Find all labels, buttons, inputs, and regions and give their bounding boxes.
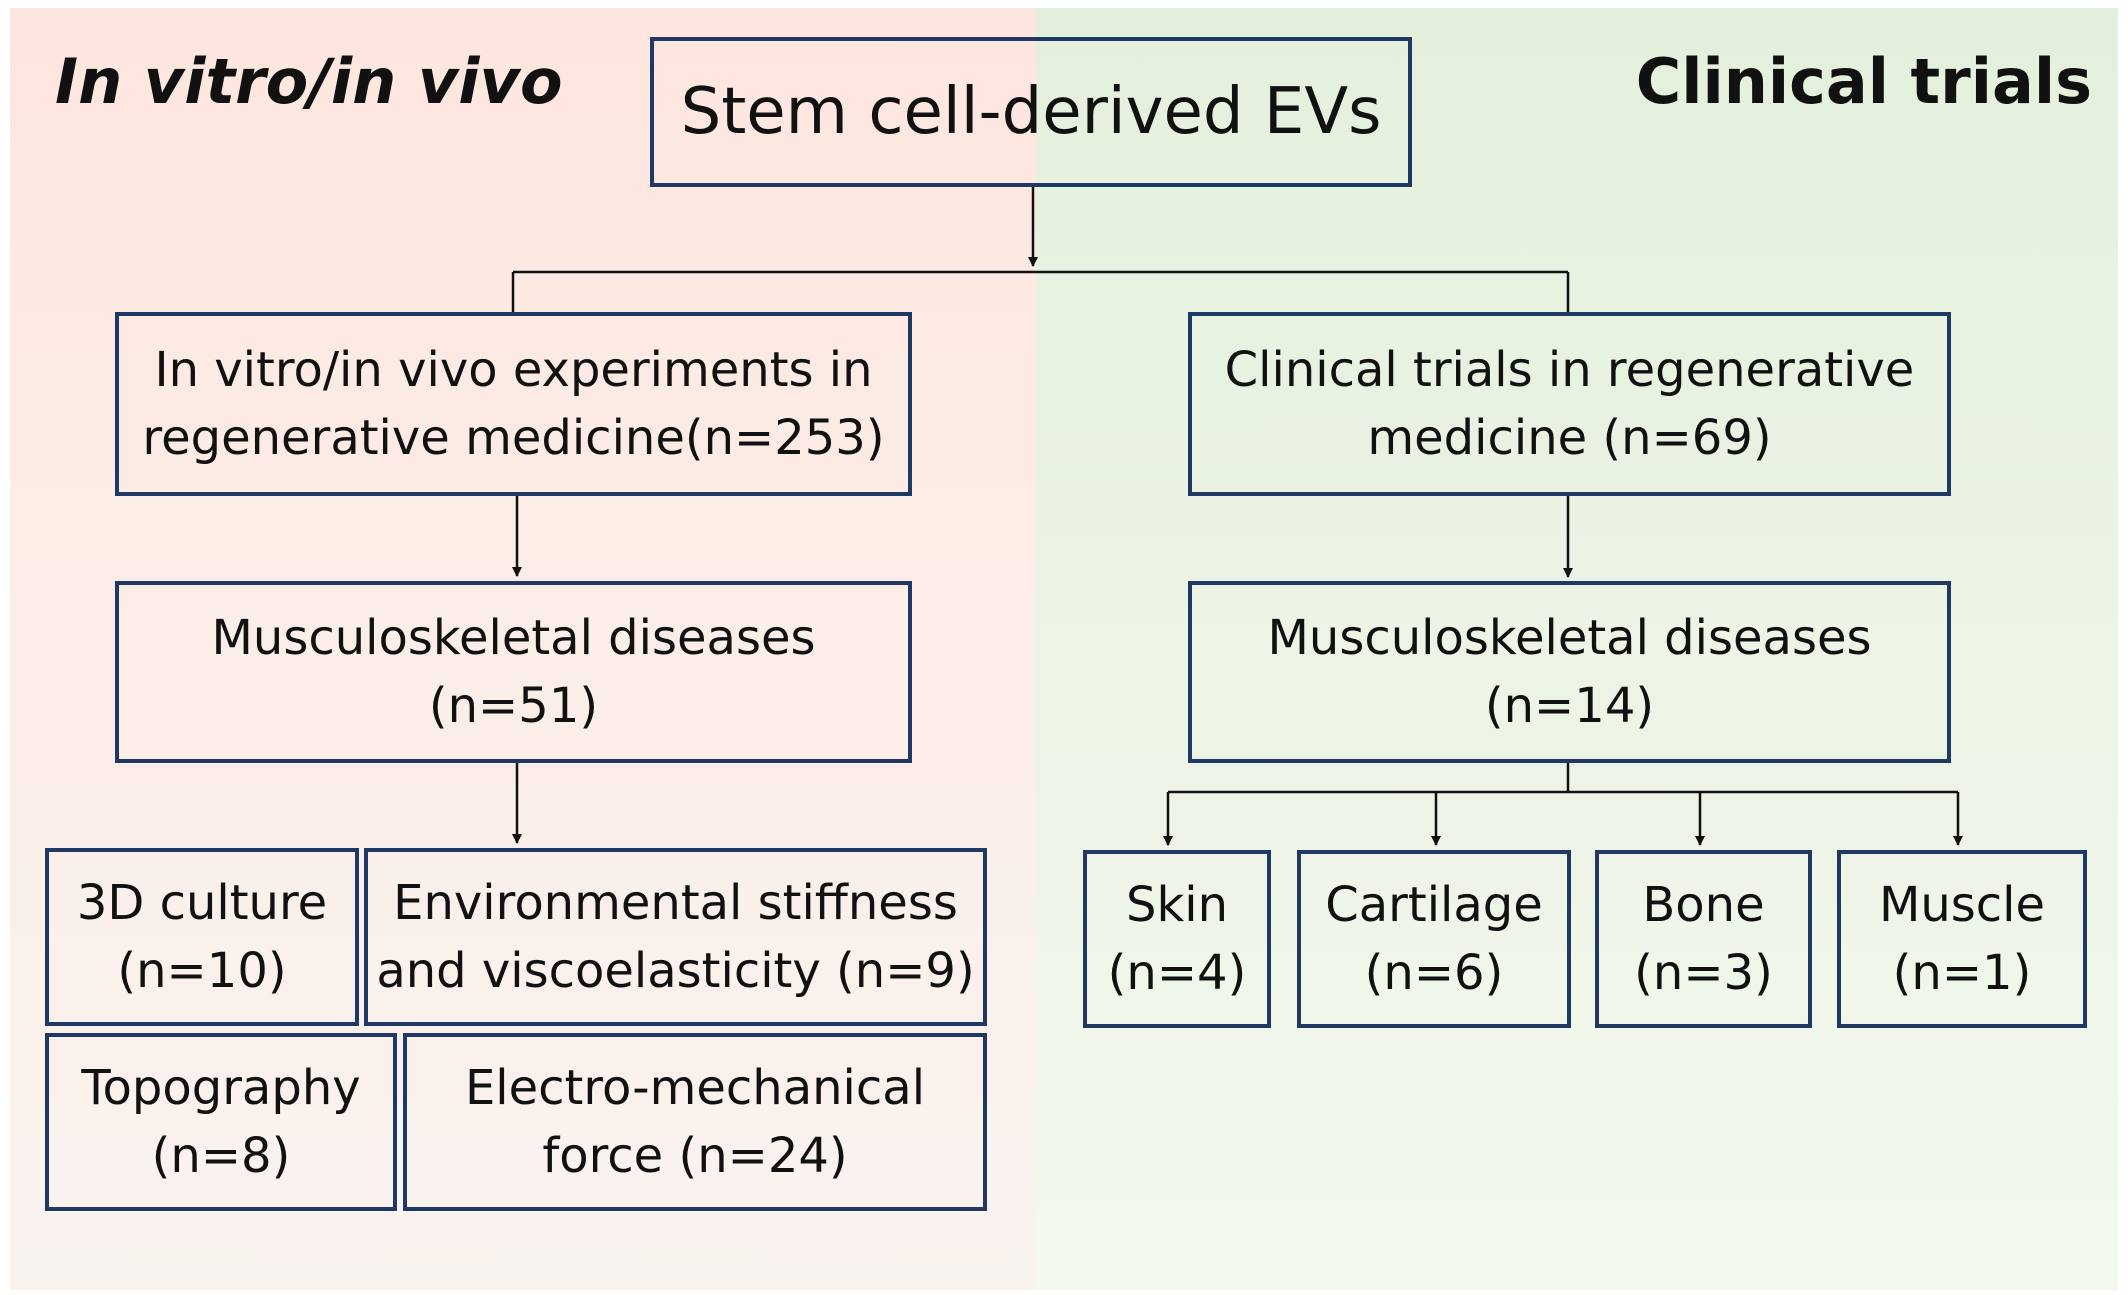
in-vitro-heading: In vitro/in vivo (55, 45, 563, 118)
stiffness-viscoelasticity-node: Environmental stiffness and viscoelastic… (364, 848, 987, 1026)
3d-culture-node: 3D culture (n=10) (45, 848, 359, 1026)
left-musculoskeletal-node: Musculoskeletal diseases (n=51) (115, 581, 912, 763)
electro-mechanical-force-node: Electro-mechanical force (n=24) (403, 1033, 987, 1211)
muscle-node: Muscle (n=1) (1837, 850, 2087, 1028)
right-musculoskeletal-node: Musculoskeletal diseases (n=14) (1188, 581, 1951, 763)
in-vitro-panel (10, 8, 1036, 1290)
clinical-trials-node: Clinical trials in regenerative medicine… (1188, 312, 1951, 496)
cartilage-node: Cartilage (n=6) (1297, 850, 1571, 1028)
clinical-trials-panel (1036, 8, 2118, 1290)
root-node: Stem cell-derived EVs (650, 37, 1412, 187)
in-vitro-experiments-node: In vitro/in vivo experiments in regenera… (115, 312, 912, 496)
bone-node: Bone (n=3) (1595, 850, 1812, 1028)
clinical-trials-heading: Clinical trials (1635, 45, 2092, 118)
topography-node: Topography (n=8) (45, 1033, 397, 1211)
skin-node: Skin (n=4) (1083, 850, 1271, 1028)
